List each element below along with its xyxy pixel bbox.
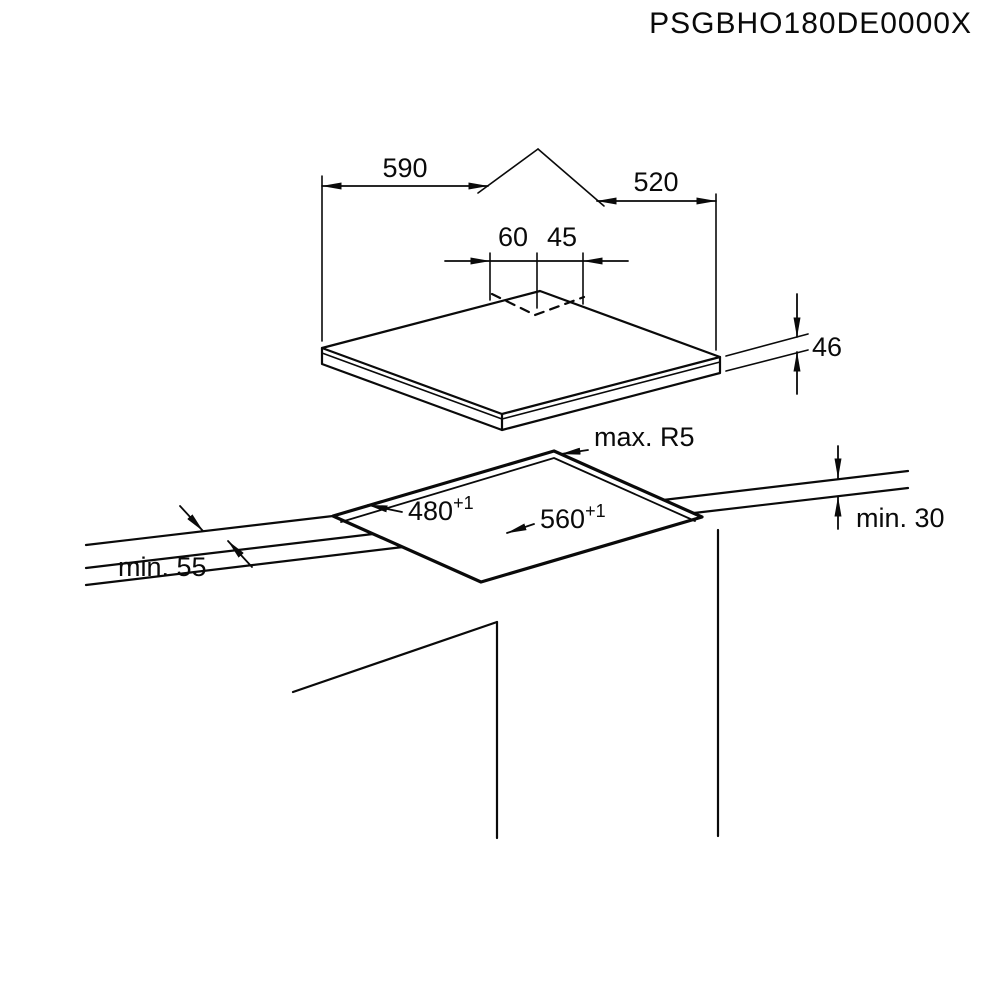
cabinet-top-edge (291, 620, 499, 694)
front-clearance-arrow-lower (227, 540, 253, 568)
hob-width-label: 590 (382, 153, 427, 183)
front-clearance-arrow-upper (179, 505, 204, 532)
hob-isometric-view (320, 289, 722, 432)
dimension-cutout-width: 560+1 (506, 501, 606, 534)
dimension-cutout-depth: 480+1 (367, 493, 474, 526)
cutout-depth-value: 480 (408, 496, 453, 526)
depth-leader-arrow (367, 504, 403, 513)
cutout-depth-tolerance: +1 (453, 493, 474, 513)
hob-top-surface (320, 289, 722, 416)
dimension-worktop-thickness: min. 30 (834, 445, 945, 533)
cutout-width-tolerance: +1 (585, 501, 606, 521)
worktop-edge-bottom-left (84, 545, 405, 587)
hob-connection-dashed-marker (490, 292, 586, 317)
hob-height-label: 46 (812, 332, 842, 362)
cutout-outline (331, 449, 704, 584)
cutout-width-dimension-label: 560+1 (540, 501, 606, 534)
extension-line-top (725, 333, 809, 357)
burner-width-label: 45 (547, 222, 577, 252)
worktop-edge-top-right (661, 469, 910, 502)
cutout-front-construction-line (84, 514, 335, 547)
cutout-inner-wall-line (340, 457, 696, 523)
radius-leader-arrow (560, 447, 589, 455)
dimension-front-clearance: min. 55 (118, 505, 253, 582)
dimension-hob-depth: 520 (537, 148, 717, 351)
dimension-hob-width: 590 (321, 148, 539, 342)
width-leader-arrow (506, 523, 535, 534)
product-code: PSGBHO180DE0000X (649, 7, 972, 40)
hob-depth-label: 520 (633, 167, 678, 197)
cutout-depth-dimension-label: 480+1 (408, 493, 474, 526)
hob-rim-line (321, 352, 721, 420)
worktop-thickness-label: min. 30 (856, 503, 945, 533)
worktop-view (84, 449, 910, 840)
cutout-width-value: 560 (540, 504, 585, 534)
cutout-radius-label: max. R5 (594, 422, 695, 452)
front-clearance-label: min. 55 (118, 552, 207, 582)
burner-offset-label: 60 (498, 222, 528, 252)
worktop-edge-bottom-right (692, 486, 910, 515)
dimension-corner-radius: max. R5 (560, 422, 695, 455)
extension-line-apex-right (537, 148, 605, 207)
dimension-connection-position: 60 45 (444, 222, 629, 309)
dimension-hob-height: 46 (725, 293, 842, 395)
